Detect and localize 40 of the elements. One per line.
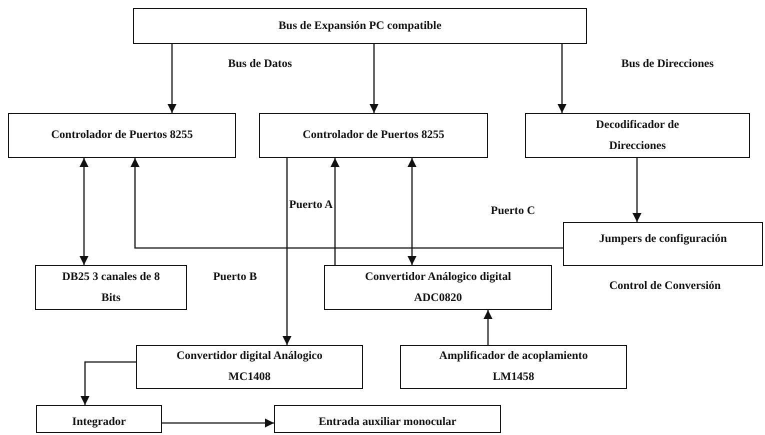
arrow (484, 310, 492, 345)
arrow (168, 44, 176, 113)
connector-label: Bus de Datos (227, 57, 293, 72)
arrow (558, 44, 566, 113)
box-label: Convertidor digital Análogico MC1408 (175, 349, 324, 385)
process-box (36, 405, 162, 433)
process-box (136, 345, 363, 389)
arrow (282, 158, 292, 345)
process-box (35, 265, 187, 310)
arrow (408, 158, 416, 265)
box-label: Decodificador de Direcciones (594, 118, 680, 154)
box-label: Convertidor Análogico digital ADC0820 (364, 270, 512, 306)
box-label: DB25 3 canales de 8 Bits (61, 270, 161, 306)
process-box (563, 222, 763, 266)
box-label: Entrada auxiliar monocular (318, 415, 456, 430)
process-box (324, 265, 552, 310)
arrow (330, 158, 340, 265)
arrow (80, 158, 88, 265)
arrow (632, 158, 642, 222)
process-box (400, 345, 627, 389)
process-box (274, 405, 501, 433)
connector-label: Control de Conversión (608, 279, 722, 294)
box-label: Amplificador de acoplamiento LM1458 (438, 349, 588, 385)
process-box (259, 113, 488, 158)
arrow (80, 361, 136, 405)
box-label: Jumpers de configuración (599, 232, 727, 247)
process-box (525, 113, 750, 158)
box-label: Controlador de Puertos 8255 (50, 128, 194, 143)
connector-label: Bus de Direcciones (620, 57, 715, 72)
connector-label: Puerto B (212, 270, 258, 285)
box-label: Integrador (72, 415, 126, 430)
box-label: Bus de Expansión PC compatible (278, 18, 442, 34)
connector-label: Puerto C (490, 204, 536, 219)
arrow (370, 44, 378, 113)
arrow (162, 418, 274, 428)
process-box (133, 8, 587, 44)
box-label: Controlador de Puertos 8255 (302, 128, 446, 143)
process-box (8, 113, 236, 158)
arrow (130, 158, 563, 249)
connector-label: Puerto A (288, 198, 334, 213)
